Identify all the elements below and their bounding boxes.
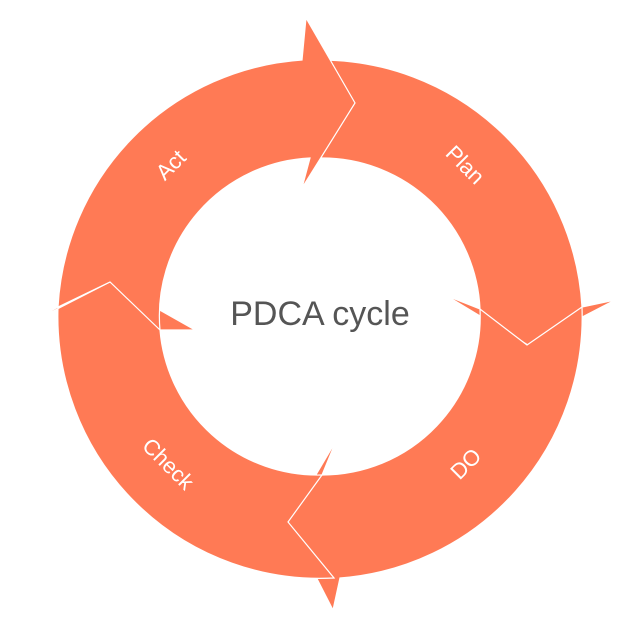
cycle-arrows — [23, 16, 616, 612]
diagram-title: PDCA cycle — [230, 295, 410, 333]
arrow-segment-do — [287, 305, 583, 612]
arrow-segment-check — [23, 281, 336, 579]
arrow-segment-act — [57, 16, 356, 332]
